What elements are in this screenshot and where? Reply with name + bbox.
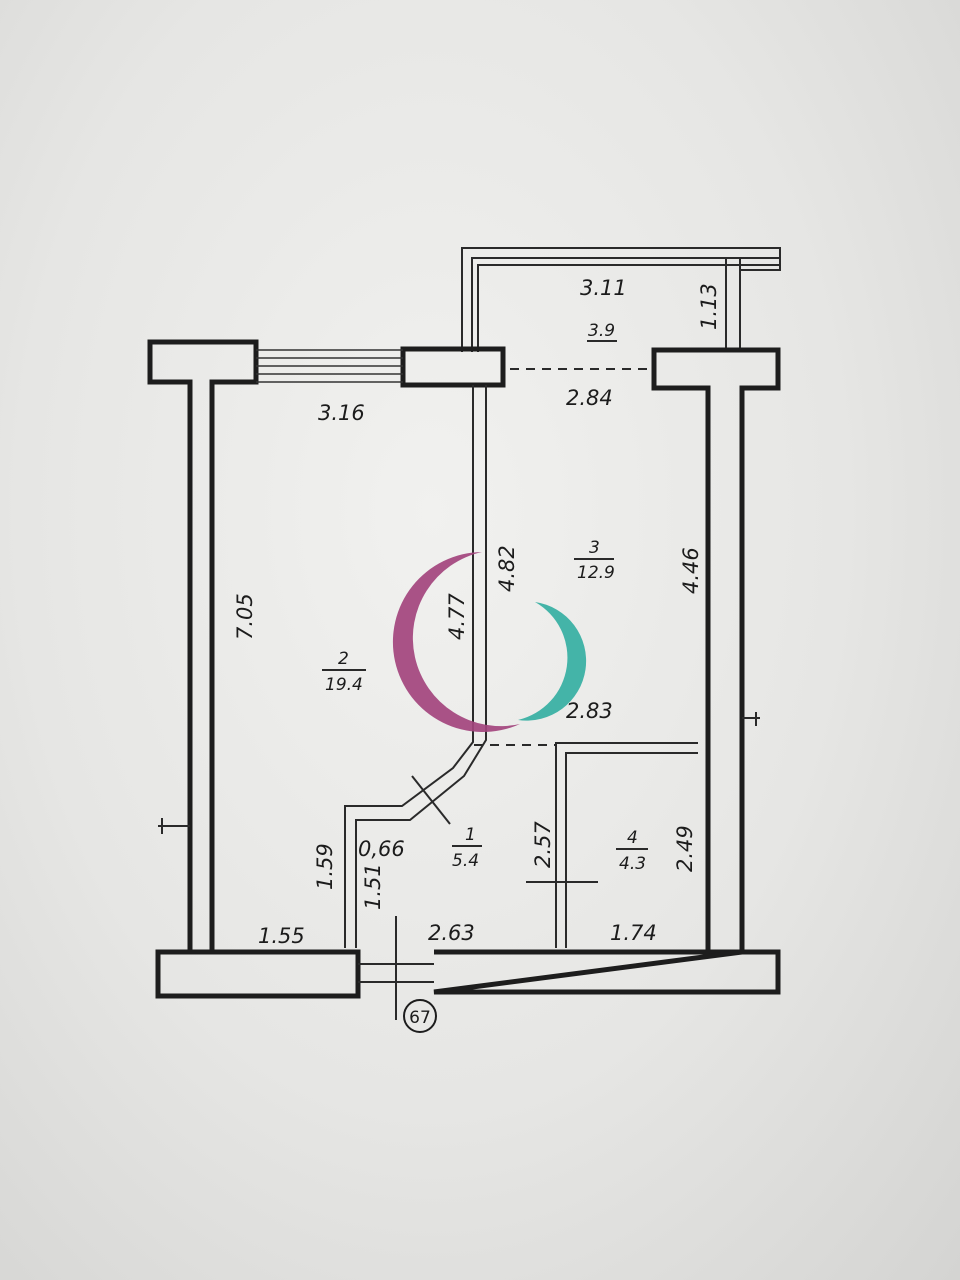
partition-room2-room3: [344, 385, 487, 948]
room1-area: 5.4: [452, 851, 479, 871]
axis-marker: 67: [403, 999, 437, 1033]
room-label-balcony: 3.9: [587, 321, 617, 342]
room-label-4: 4 4.3: [616, 828, 648, 874]
door-marks: [358, 775, 598, 1020]
dim-bottom-mid: 2.63: [428, 921, 475, 945]
dim-partition-left: 4.77: [445, 593, 469, 640]
wall-ticks: [158, 712, 760, 834]
watermark-logo-icon: [392, 552, 587, 732]
axis-circle-icon: [403, 999, 437, 1033]
room-label-2: 2 19.4: [322, 649, 366, 695]
dim-balcony-width: 3.11: [580, 276, 627, 300]
window-room2: [256, 349, 403, 383]
dim-bottom-left: 1.55: [258, 924, 305, 948]
room-label-3: 3 12.9: [574, 538, 615, 583]
dim-room2-length: 7.05: [233, 593, 257, 640]
dim-bath-left: 2.57: [531, 821, 555, 868]
dim-hall-left: 1.59: [313, 843, 337, 890]
room1-number: 1: [465, 825, 476, 845]
dim-room3-width-bottom: 2.83: [566, 699, 613, 723]
room3-number: 3: [589, 538, 600, 558]
room2-area: 19.4: [325, 675, 363, 695]
dim-bath-right: 2.49: [673, 825, 697, 872]
dimension-labels: 3.11 1.13 3.16 2.84 7.05 4.77 4.82 4.46 …: [233, 276, 721, 948]
axis-label: 67: [409, 1008, 431, 1028]
dim-room3-length: 4.46: [679, 547, 703, 594]
room-label-1: 1 5.4: [452, 825, 482, 871]
room3-area: 12.9: [577, 563, 615, 583]
dim-hall-diagonal: 0,66: [358, 837, 405, 861]
dim-balcony-depth: 1.13: [697, 283, 721, 330]
dim-partition-right: 4.82: [495, 545, 519, 592]
room4-area: 4.3: [619, 854, 646, 874]
dim-room3-width-top: 2.84: [566, 386, 613, 410]
outer-walls: [147, 339, 781, 999]
room4-number: 4: [627, 828, 638, 848]
room2-number: 2: [338, 649, 349, 669]
dim-room2-width: 3.16: [318, 401, 365, 425]
balcony-frame: [461, 247, 781, 352]
dim-bottom-right: 1.74: [610, 921, 657, 945]
balcony-area: 3.9: [588, 321, 615, 341]
dim-hall-inner: 1.51: [361, 863, 385, 910]
